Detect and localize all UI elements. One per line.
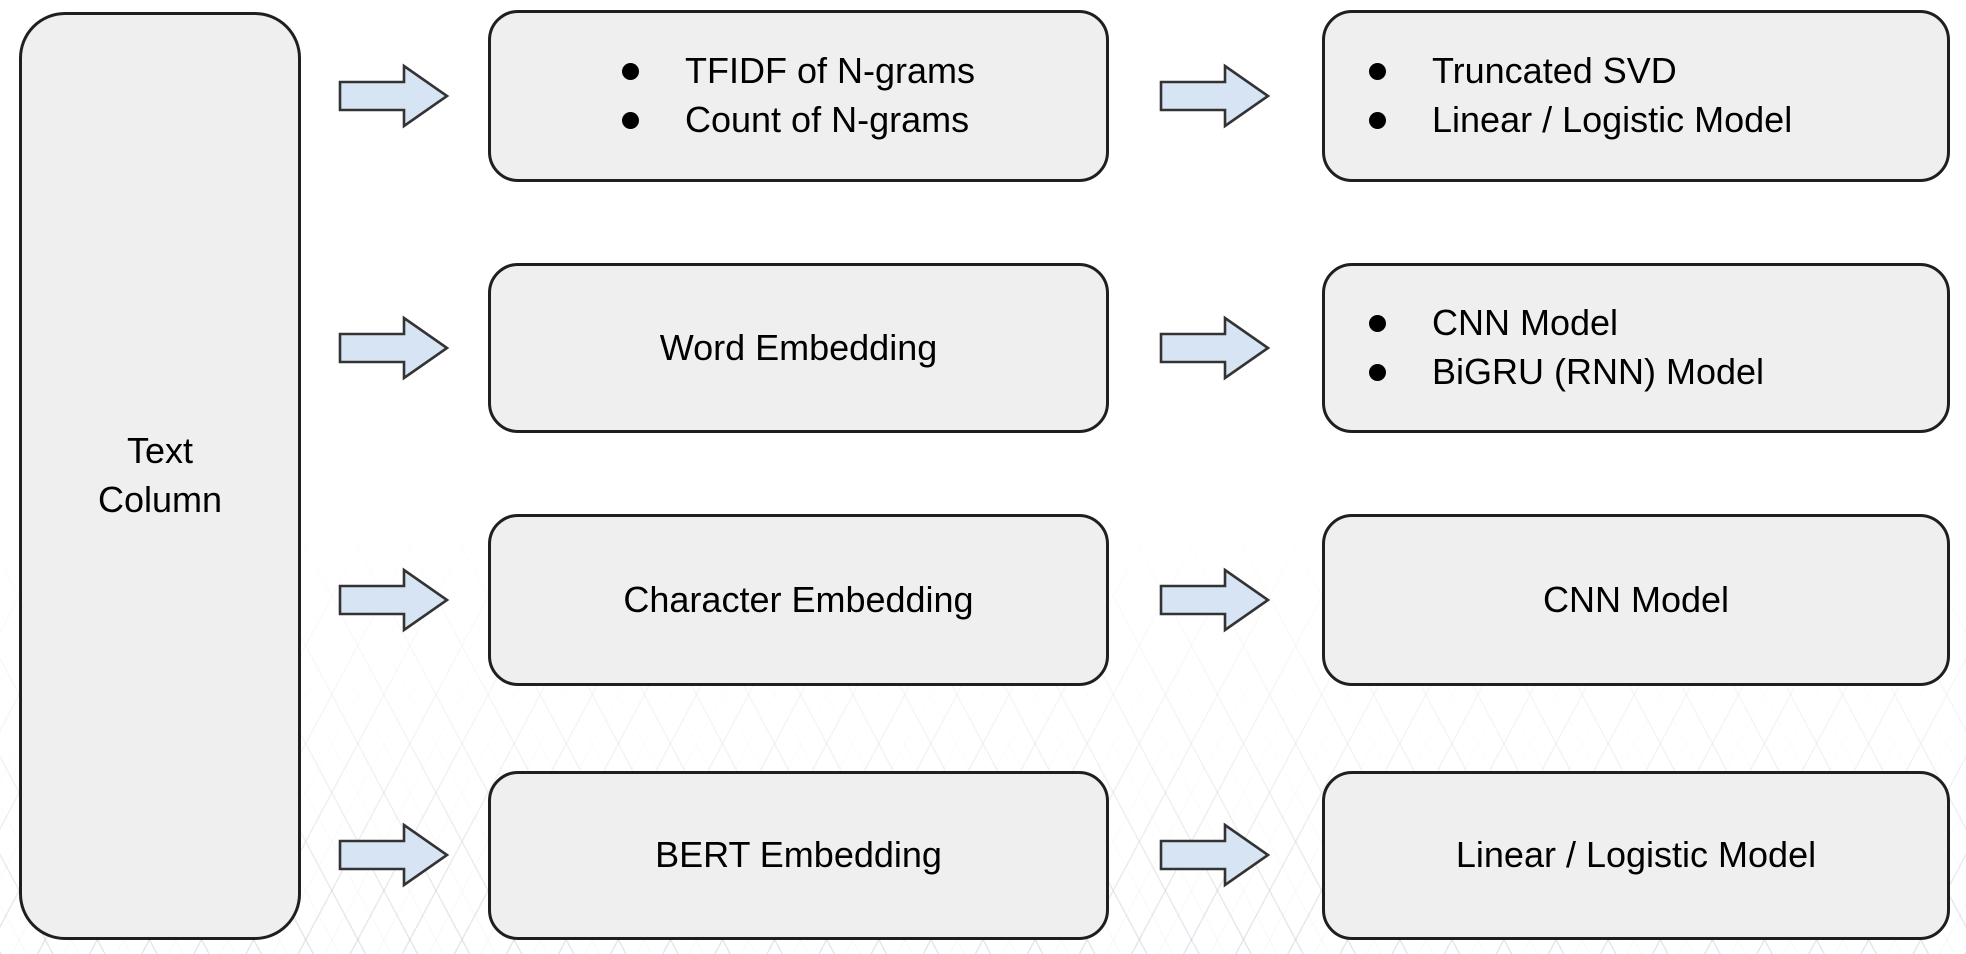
source-box-text-column: Text Column: [19, 12, 301, 940]
feature-label: Word Embedding: [659, 326, 938, 368]
feature-label: BERT Embedding: [655, 834, 942, 876]
block-arrow-right-icon: [1159, 63, 1271, 129]
list-item: Truncated SVD: [1369, 47, 1947, 96]
bullet-dot-icon: [621, 63, 639, 81]
model-box-svd-linear: Truncated SVD Linear / Logistic Model: [1322, 10, 1950, 182]
list-item: TFIDF of N-grams: [621, 47, 975, 96]
bullet-dot-icon: [1369, 315, 1386, 333]
block-arrow-right-icon: [1159, 315, 1271, 381]
list-item: CNN Model: [1369, 299, 1947, 348]
feature-label: Character Embedding: [623, 578, 974, 620]
feature-list: TFIDF of N-grams Count of N-grams: [621, 47, 975, 145]
feature-box-ngrams: TFIDF of N-grams Count of N-grams: [488, 10, 1109, 182]
model-box-cnn: CNN Model: [1322, 514, 1950, 686]
feature-box-character-embedding: Character Embedding: [488, 514, 1109, 686]
block-arrow-right-icon: [338, 822, 450, 888]
model-box-linear-logistic: Linear / Logistic Model: [1322, 771, 1950, 940]
list-item: BiGRU (RNN) Model: [1369, 348, 1947, 397]
feature-box-word-embedding: Word Embedding: [488, 263, 1109, 433]
block-arrow-right-icon: [1159, 567, 1271, 633]
list-item-label: Linear / Logistic Model: [1432, 99, 1793, 140]
bullet-dot-icon: [1369, 63, 1386, 81]
list-item: Linear / Logistic Model: [1369, 96, 1947, 145]
bullet-dot-icon: [1369, 363, 1386, 381]
source-label: Text Column: [97, 430, 223, 520]
block-arrow-right-icon: [338, 63, 450, 129]
block-arrow-right-icon: [1159, 822, 1271, 888]
list-item-label: TFIDF of N-grams: [684, 50, 975, 92]
model-label: Linear / Logistic Model: [1455, 834, 1817, 876]
model-box-cnn-bigru: CNN Model BiGRU (RNN) Model: [1322, 263, 1950, 433]
block-arrow-right-icon: [338, 567, 450, 633]
feature-box-bert-embedding: BERT Embedding: [488, 771, 1109, 940]
list-item-label: Count of N-grams: [684, 99, 970, 140]
model-list: Truncated SVD Linear / Logistic Model: [1325, 47, 1947, 144]
bullet-dot-icon: [1369, 111, 1386, 129]
list-item-label: Truncated SVD: [1432, 50, 1677, 92]
model-label: CNN Model: [1542, 578, 1730, 620]
list-item-label: BiGRU (RNN) Model: [1432, 351, 1765, 392]
block-arrow-right-icon: [338, 315, 450, 381]
bullet-dot-icon: [621, 111, 639, 129]
model-list: CNN Model BiGRU (RNN) Model: [1325, 299, 1947, 396]
list-item-label: CNN Model: [1432, 302, 1619, 344]
list-item: Count of N-grams: [621, 96, 975, 145]
